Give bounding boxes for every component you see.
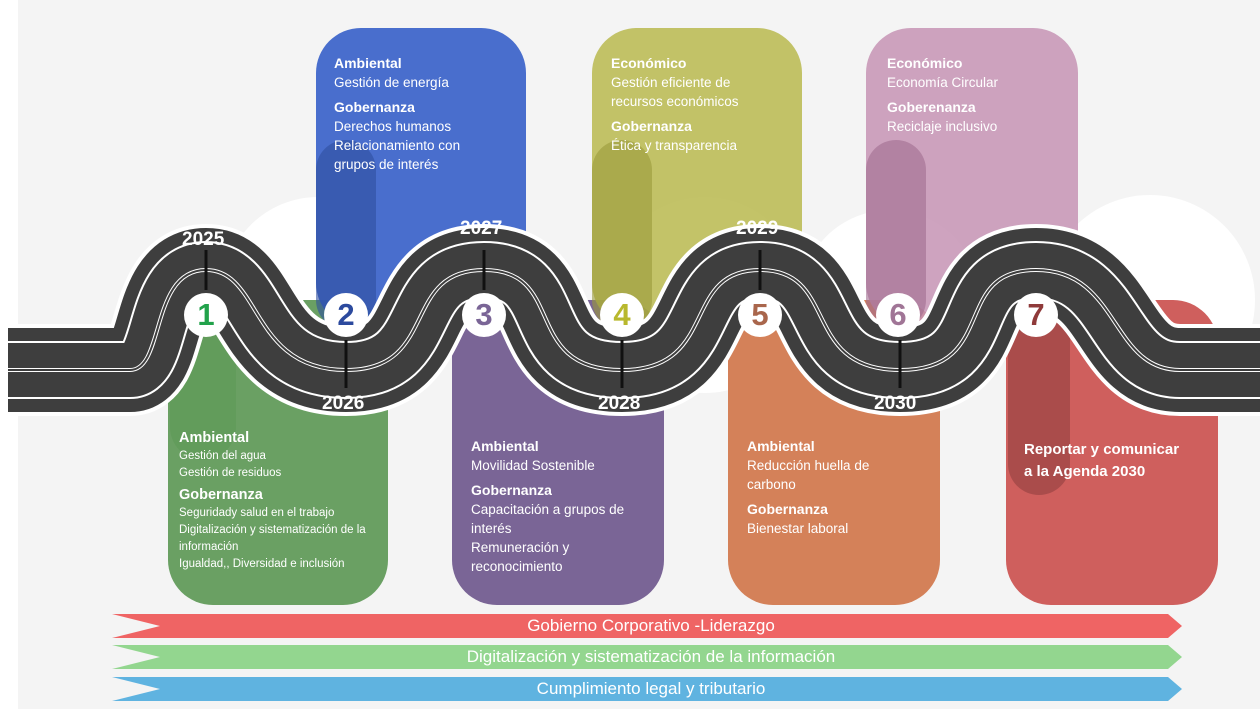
item-text: Gestión de residuos [179, 467, 282, 479]
item-text: Reportar y comunicar [1024, 441, 1180, 458]
card-5-text: Ambiental Reducción huella de carbono Go… [747, 437, 935, 538]
stop-marker-3: 3 [462, 293, 506, 337]
item-text: Gestión del agua [179, 450, 266, 462]
category-heading: Goberenanza [887, 99, 976, 115]
category-heading: Gobernanza [611, 118, 692, 134]
category-heading: Económico [611, 55, 687, 71]
year-label: 2030 [874, 393, 917, 414]
category-heading: Ambiental [747, 438, 815, 454]
year-label: 2025 [182, 229, 225, 250]
card-4-text: Económico Gestión eficiente de recursos … [611, 54, 796, 155]
band-label: Cumplimiento legal y tributario [536, 679, 766, 698]
item-text: a la Agenda 2030 [1024, 463, 1146, 480]
item-text: Gestión eficiente de [611, 75, 731, 90]
card-3-text: Ambiental Movilidad Sostenible Gobernanz… [471, 437, 661, 576]
item-text: Seguridady salud en el trabajo [179, 507, 335, 519]
item-text: información [179, 541, 239, 553]
item-text: grupos de interés [334, 157, 439, 172]
category-heading: Económico [887, 55, 963, 71]
band-label: Gobierno Corporativo -Liderazgo [527, 616, 775, 635]
item-text: Ética y transparencia [611, 138, 738, 153]
item-text: Derechos humanos [334, 119, 452, 134]
category-heading: Gobernanza [334, 99, 415, 115]
category-heading: Gobernanza [471, 482, 552, 498]
band-1-arrow [112, 614, 1182, 638]
band-3-arrow [112, 677, 1182, 701]
item-text: Gestión de energía [334, 75, 449, 90]
item-text: Remuneración y [471, 540, 570, 555]
year-label: 2026 [322, 393, 365, 414]
year-label: 2029 [736, 218, 779, 239]
year-label: 2027 [460, 218, 503, 239]
card-2-text: Ambiental Gestión de energía Gobernanza … [334, 54, 519, 174]
card-7-text: Reportar y comunicar a la Agenda 2030 [1024, 439, 1214, 483]
item-text: Reducción huella de [747, 458, 870, 473]
item-text: interés [471, 521, 512, 536]
category-heading: Ambiental [179, 430, 250, 446]
card-1-text: Ambiental Gestión del agua Gestión de re… [179, 428, 384, 573]
stop-marker-7: 7 [1014, 293, 1058, 337]
category-heading: Gobernanza [747, 501, 828, 517]
item-text: recursos económicos [611, 94, 739, 109]
band-2-arrow [112, 645, 1182, 669]
year-ticks [204, 250, 902, 388]
card-6-text: Económico Economía Circular Goberenanza … [887, 54, 1072, 136]
item-text: Digitalización y sistematización de la [179, 524, 366, 536]
stop-marker-5: 5 [738, 293, 782, 337]
stop-marker-2: 2 [324, 293, 368, 337]
item-text: reconocimiento [471, 559, 563, 574]
item-text: Igualdad,, Diversidad e inclusión [179, 558, 345, 570]
item-text: Bienestar laboral [747, 521, 849, 536]
item-text: Movilidad Sostenible [471, 458, 595, 473]
stop-marker-1: 1 [184, 293, 228, 337]
item-text: Capacitación a grupos de [471, 502, 625, 517]
item-text: Reciclaje inclusivo [887, 119, 998, 134]
item-text: carbono [747, 477, 796, 492]
item-text: Relacionamiento con [334, 138, 461, 153]
category-heading: Ambiental [334, 55, 402, 71]
item-text: Economía Circular [887, 75, 999, 90]
year-label: 2028 [598, 393, 641, 414]
band-label: Digitalización y sistematización de la i… [466, 647, 836, 666]
stop-marker-4: 4 [600, 293, 644, 337]
category-heading: Gobernanza [179, 487, 263, 503]
category-heading: Ambiental [471, 438, 539, 454]
stop-marker-6: 6 [876, 293, 920, 337]
